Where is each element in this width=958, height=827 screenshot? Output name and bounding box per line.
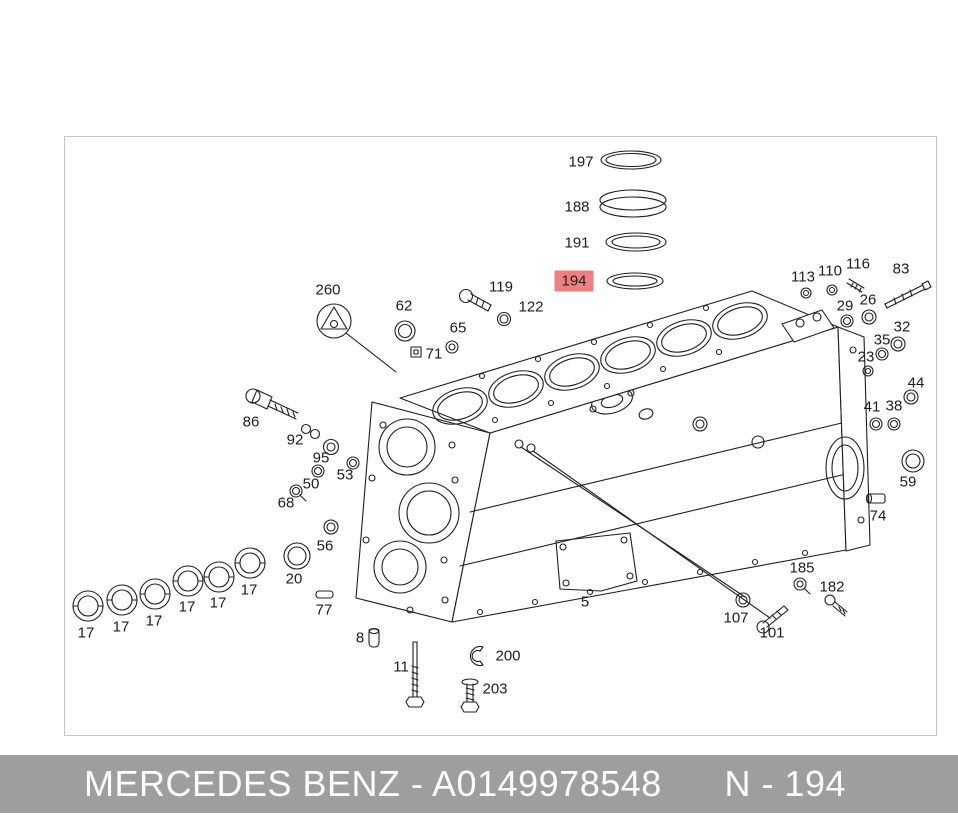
- part-label-5: 5: [580, 593, 590, 611]
- part-label-41: 41: [863, 398, 881, 416]
- part-label-83: 83: [892, 260, 910, 278]
- part-label-77: 77: [315, 601, 333, 619]
- part-label-44: 44: [907, 374, 925, 392]
- part-label-74: 74: [869, 507, 887, 525]
- part-label-29: 29: [836, 297, 854, 315]
- part-label-35: 35: [873, 331, 891, 349]
- part-label-95: 95: [312, 449, 330, 467]
- part-label-32: 32: [893, 318, 911, 336]
- part-label-23: 23: [857, 348, 875, 366]
- part-label-17: 17: [209, 594, 227, 612]
- part-label-59: 59: [899, 473, 917, 491]
- part-label-26: 26: [859, 291, 877, 309]
- part-label-50: 50: [302, 475, 320, 493]
- part-label-38: 38: [885, 397, 903, 415]
- part-label-56: 56: [316, 537, 334, 555]
- part-label-116: 116: [846, 255, 870, 273]
- part-label-17: 17: [77, 624, 95, 642]
- part-label-17: 17: [112, 618, 130, 636]
- part-label-11: 11: [393, 658, 409, 676]
- part-label-101: 101: [759, 624, 785, 642]
- part-label-200: 200: [495, 647, 521, 665]
- part-label-86: 86: [242, 413, 260, 431]
- part-label-194: 194: [554, 270, 594, 292]
- part-label-110: 110: [818, 262, 842, 280]
- part-label-107: 107: [723, 609, 749, 627]
- part-label-113: 113: [791, 268, 815, 286]
- part-label-197: 197: [568, 153, 594, 171]
- part-label-8: 8: [355, 629, 365, 647]
- part-label-119: 119: [489, 278, 513, 296]
- part-label-185: 185: [789, 559, 815, 577]
- part-label-203: 203: [482, 680, 508, 698]
- footer-part-number: MERCEDES BENZ - A0149978548: [84, 763, 662, 804]
- part-label-122: 122: [518, 298, 544, 316]
- part-label-17: 17: [178, 598, 196, 616]
- part-label-68: 68: [277, 494, 295, 512]
- part-label-53: 53: [336, 466, 354, 484]
- footer-reference-number: N - 194: [724, 763, 846, 804]
- part-label-71: 71: [425, 345, 443, 363]
- part-label-188: 188: [564, 198, 590, 216]
- part-label-191: 191: [564, 234, 590, 252]
- part-label-260: 260: [315, 281, 341, 299]
- part-label-65: 65: [449, 319, 467, 337]
- part-label-20: 20: [285, 570, 303, 588]
- part-label-17: 17: [240, 581, 258, 599]
- part-label-62: 62: [395, 297, 413, 315]
- part-label-182: 182: [819, 578, 845, 596]
- part-label-17: 17: [145, 612, 163, 630]
- footer-banner: MERCEDES BENZ - A0149978548 N - 194: [0, 755, 958, 813]
- part-label-92: 92: [286, 431, 304, 449]
